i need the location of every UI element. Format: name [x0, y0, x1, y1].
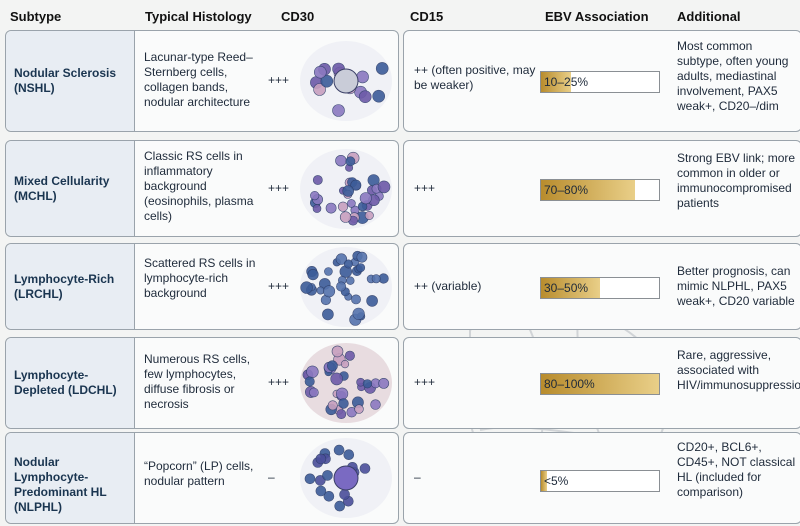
cd15-value: +++	[414, 375, 436, 389]
ebv-bar-label: 70–80%	[544, 182, 589, 197]
subtype-name: Nodular Lymphocyte-Predominant HL (NLPHL…	[14, 455, 107, 514]
column-divider	[134, 141, 135, 236]
histology-cell-illustration	[296, 244, 396, 335]
row-card-right: ++ (variable) 30–50% Better prognosis, can…	[403, 243, 800, 330]
subtype-cell-bg	[6, 338, 134, 428]
ebv-bar-fill	[541, 277, 600, 298]
ebv-bar-fill	[541, 179, 636, 200]
additional-notes: CD20+, BCL6+, CD45+, NOT classical HL (i…	[677, 440, 796, 499]
subtype-name: Nodular Sclerosis (NSHL)	[14, 66, 117, 95]
ebv-bar-label: 80–100%	[544, 377, 595, 391]
cd15-value: –	[414, 470, 421, 484]
histology-cell-icon	[300, 41, 392, 121]
row-card-right: +++ 70–80% Strong EBV link; more common in…	[403, 140, 800, 237]
ebv-bar-fill	[541, 374, 659, 394]
ebv-bar: 70–80%	[540, 178, 660, 201]
row-card-left: Lymphocyte-Depleted (LDCHL) Numerous RS c…	[5, 337, 399, 429]
cd30-value: +++	[268, 375, 290, 389]
column-divider	[134, 244, 135, 329]
cd15-value: ++ (variable)	[414, 278, 482, 293]
histology-cell-illustration	[296, 435, 396, 526]
header-subtype: Subtype	[10, 9, 62, 24]
row-card-right: +++ 80–100% Rare, aggressive, associated w…	[403, 337, 800, 429]
additional-notes: Strong EBV link; more common in older or…	[677, 150, 796, 210]
row-card-left: Mixed Cellularity (MCHL) Classic RS cells…	[5, 140, 399, 237]
histology-text: Lacunar-type Reed–Sternberg cells, colla…	[144, 50, 253, 109]
ebv-bar-label: 30–50%	[544, 280, 589, 295]
subtype-cell-bg	[6, 141, 134, 236]
column-divider	[134, 31, 135, 131]
cd30-value: +++	[268, 73, 290, 87]
row-card-left: Lymphocyte-Rich (LRCHL) Scattered RS cell…	[5, 243, 399, 330]
additional-notes: Better prognosis, can mimic NLPHL, PAX5 …	[677, 263, 795, 308]
ebv-bar-fill	[541, 72, 571, 92]
ebv-bar: 10–25%	[540, 71, 660, 93]
subtype-name: Lymphocyte-Depleted (LDCHL)	[14, 368, 117, 397]
histology-cell-icon	[300, 148, 392, 229]
histology-cell-illustration	[296, 146, 396, 237]
header-histology: Typical Histology	[145, 9, 252, 24]
ebv-bar-label: 10–25%	[544, 75, 589, 89]
ebv-bar-label: <5%	[544, 474, 569, 488]
header-cd30: CD30	[281, 9, 315, 24]
ebv-bar-fill	[541, 471, 547, 491]
ebv-bar: 80–100%	[540, 373, 660, 395]
row-card-right: – <5% CD20+, BCL6+, CD45+, NOT classical H…	[403, 432, 800, 524]
header-cd15: CD15	[410, 9, 444, 24]
cd30-value: –	[268, 470, 275, 484]
histology-text: Classic RS cells in inflammatory backgro…	[144, 149, 254, 223]
subtype-name: Lymphocyte-Rich (LRCHL)	[14, 271, 115, 301]
ebv-bar: 30–50%	[540, 276, 660, 299]
histology-cell-illustration	[296, 340, 396, 431]
header-ebv: EBV Association	[545, 9, 649, 24]
column-divider	[134, 338, 135, 428]
cd15-value: ++ (often positive, may be weaker)	[414, 63, 536, 92]
histology-cell-icon	[300, 438, 392, 518]
subtype-cell-bg	[6, 31, 134, 131]
cd15-value: +++	[414, 180, 436, 195]
histology-cell-icon	[300, 246, 392, 327]
histology-cell-icon	[300, 343, 392, 423]
subtype-cell-bg	[6, 433, 134, 523]
cd30-value: +++	[268, 180, 290, 195]
cd30-value: +++	[268, 278, 290, 293]
histology-text: “Popcorn” (LP) cells, nodular pattern	[144, 459, 254, 488]
row-card-left: Nodular Sclerosis (NSHL) Lacunar-type Ree…	[5, 30, 399, 132]
row-card-left: Nodular Lymphocyte-Predominant HL (NLPHL…	[5, 432, 399, 524]
column-divider	[134, 433, 135, 523]
additional-notes: Most common subtype, often young adults,…	[677, 39, 789, 113]
subtype-name: Mixed Cellularity (MCHL)	[14, 173, 110, 203]
subtype-cell-bg	[6, 244, 134, 329]
row-card-right: ++ (often positive, may be weaker) 10–25%…	[403, 30, 800, 132]
histology-text: Scattered RS cells in lymphocyte-rich ba…	[144, 255, 256, 300]
header-additional: Additional	[677, 9, 741, 24]
ebv-bar: <5%	[540, 470, 660, 492]
histology-cell-illustration	[296, 38, 396, 129]
additional-notes: Rare, aggressive, associated with HIV/im…	[677, 348, 800, 392]
histology-text: Numerous RS cells, few lymphocytes, diff…	[144, 352, 251, 411]
